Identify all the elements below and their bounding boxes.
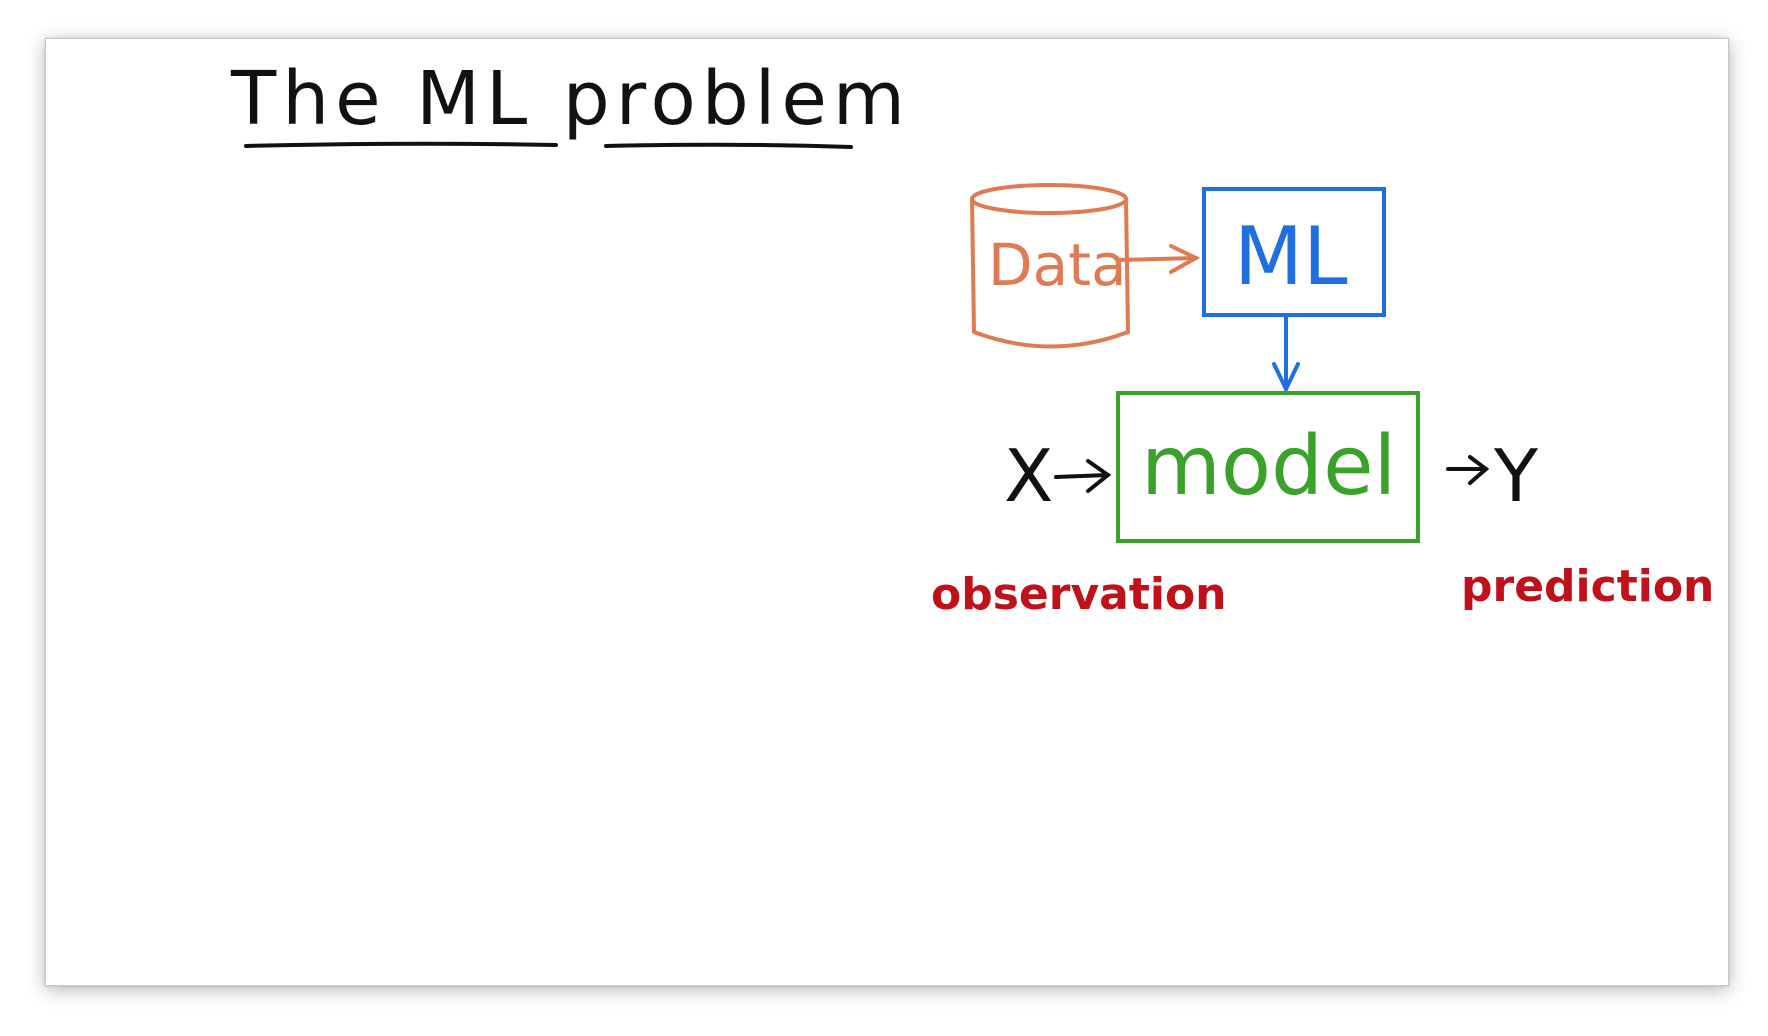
model-label: model: [1141, 419, 1396, 514]
title-underline-left: [244, 141, 558, 148]
title-underline-right: [604, 142, 853, 149]
whiteboard-canvas: The ML problem Data ML model X: [230, 56, 1714, 620]
ml-label: ML: [1234, 210, 1348, 303]
model-to-y-arrow: [1446, 455, 1490, 485]
ml-to-model-arrow: [1272, 313, 1300, 394]
prediction-caption: prediction: [1461, 561, 1714, 612]
ml-box: [1202, 187, 1386, 317]
page-title: The ML problem: [230, 56, 911, 142]
model-box: [1116, 391, 1420, 543]
output-y-label: Y: [1493, 434, 1539, 518]
input-x-label: X: [1004, 434, 1053, 518]
data-to-ml-arrow: [1116, 244, 1201, 274]
whiteboard-frame: The ML problem Data ML model X: [45, 38, 1729, 986]
data-label: Data: [988, 231, 1127, 299]
data-cylinder: [970, 183, 1130, 349]
x-to-model-arrow: [1054, 459, 1112, 493]
observation-caption: observation: [931, 569, 1227, 620]
